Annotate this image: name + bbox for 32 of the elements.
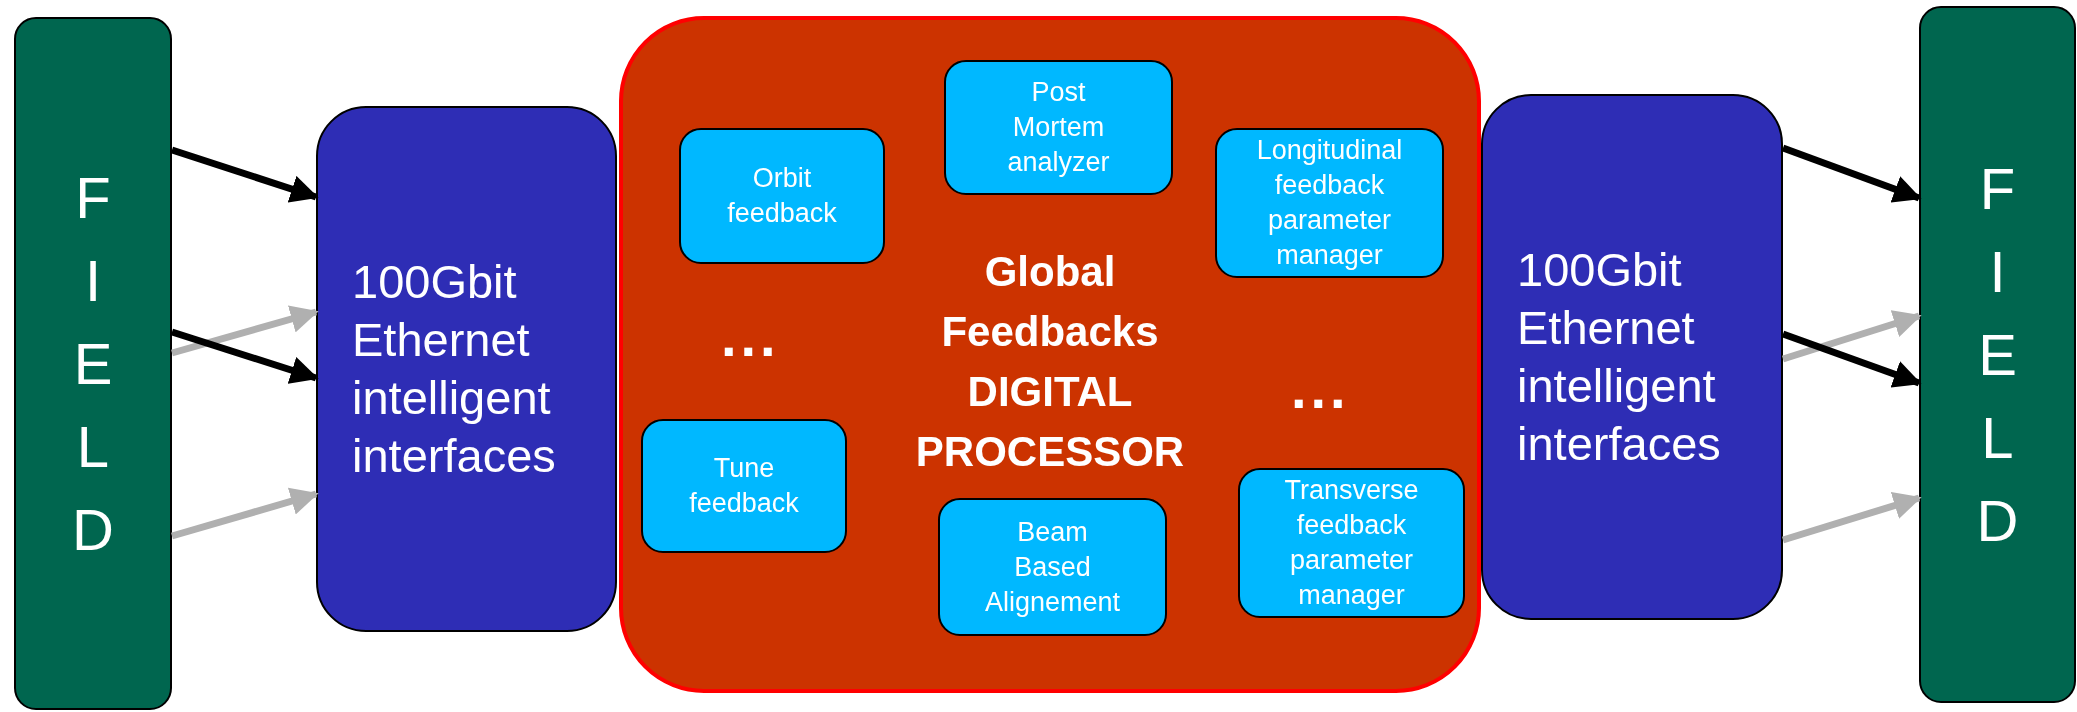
box-label: 100Gbit Ethernet intelligent interfaces — [1517, 242, 1722, 472]
field-box — [14, 17, 172, 710]
box-label: Transverse feedback parameter manager — [1284, 474, 1419, 612]
function-box — [641, 419, 847, 553]
arrow — [171, 305, 319, 357]
ellipsis: ... — [1291, 356, 1350, 421]
interface-box — [1481, 94, 1783, 620]
arrow — [1781, 492, 1922, 544]
field-box — [1919, 6, 2076, 703]
interface-box — [316, 106, 617, 632]
function-box — [938, 498, 1167, 636]
box-label: Beam Based Alignement — [984, 515, 1121, 619]
arrow — [170, 146, 319, 203]
arrow — [170, 328, 319, 384]
function-box — [1238, 468, 1465, 618]
box-label: Post Mortem analyzer — [1007, 76, 1110, 179]
box-label: Orbit feedback — [727, 162, 837, 230]
arrow — [1781, 144, 1922, 203]
field-label: FIELD — [71, 164, 115, 564]
ellipsis: ... — [721, 304, 780, 369]
arrow — [171, 487, 319, 540]
function-box — [679, 128, 885, 264]
processor-box — [619, 16, 1481, 693]
processor-title: Global Feedbacks DIGITAL PROCESSOR — [915, 247, 1185, 477]
box-label: Tune feedback — [689, 452, 799, 520]
box-label: 100Gbit Ethernet intelligent interfaces — [352, 254, 557, 484]
arrow — [1781, 310, 1922, 363]
box-label: Longitudinal feedback parameter manager — [1256, 134, 1403, 272]
field-label: FIELD — [1975, 155, 2020, 555]
function-box — [1215, 128, 1444, 278]
arrow — [1781, 330, 1922, 388]
function-box — [944, 60, 1173, 195]
